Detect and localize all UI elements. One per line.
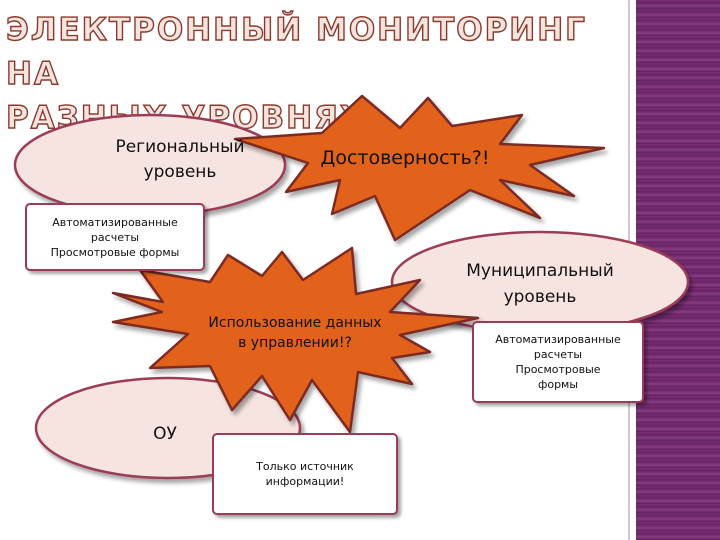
regional-box-line: Просмотровые формы xyxy=(50,245,180,259)
municipal-label-line: уровень xyxy=(503,287,577,307)
reliability-label: Достоверность?! xyxy=(320,147,490,169)
data-usage-label-line: Использование данных xyxy=(208,315,382,331)
data-usage-label: Использование данных в управлении!? xyxy=(166,313,424,353)
title-line-1: Электронный мониторинг на xyxy=(5,11,587,92)
municipal-box-line: расчеты xyxy=(533,348,583,361)
regional-box-line: Автоматизированные xyxy=(52,215,178,229)
reliability-burst-star xyxy=(233,94,606,242)
municipal-box-line: Автоматизированные xyxy=(495,333,621,346)
regional-box-line: расчеты xyxy=(90,230,140,244)
data-usage-label-line: в управлении!? xyxy=(238,335,352,351)
school-box-line: информации! xyxy=(265,475,345,488)
regional-level-label: Региональный уровень xyxy=(80,135,280,185)
municipal-box-line: формы xyxy=(537,378,579,391)
municipal-level-label: Муниципальный уровень xyxy=(420,258,660,310)
municipal-label-line: Муниципальный xyxy=(466,261,614,281)
regional-label-line: Региональный xyxy=(115,137,245,157)
school-level-label: ОУ xyxy=(153,424,177,444)
regional-info-box: Автоматизированные расчеты Просмотровые … xyxy=(25,203,205,271)
data-usage-burst-star xyxy=(111,246,480,434)
regional-label-line: уровень xyxy=(143,162,217,182)
school-box-line: Только источник xyxy=(256,460,354,473)
school-info-box: Только источник информации! xyxy=(212,433,398,515)
municipal-box-line: Просмотровые xyxy=(515,363,601,376)
municipal-info-box: Автоматизированные расчеты Просмотровые … xyxy=(472,321,644,403)
